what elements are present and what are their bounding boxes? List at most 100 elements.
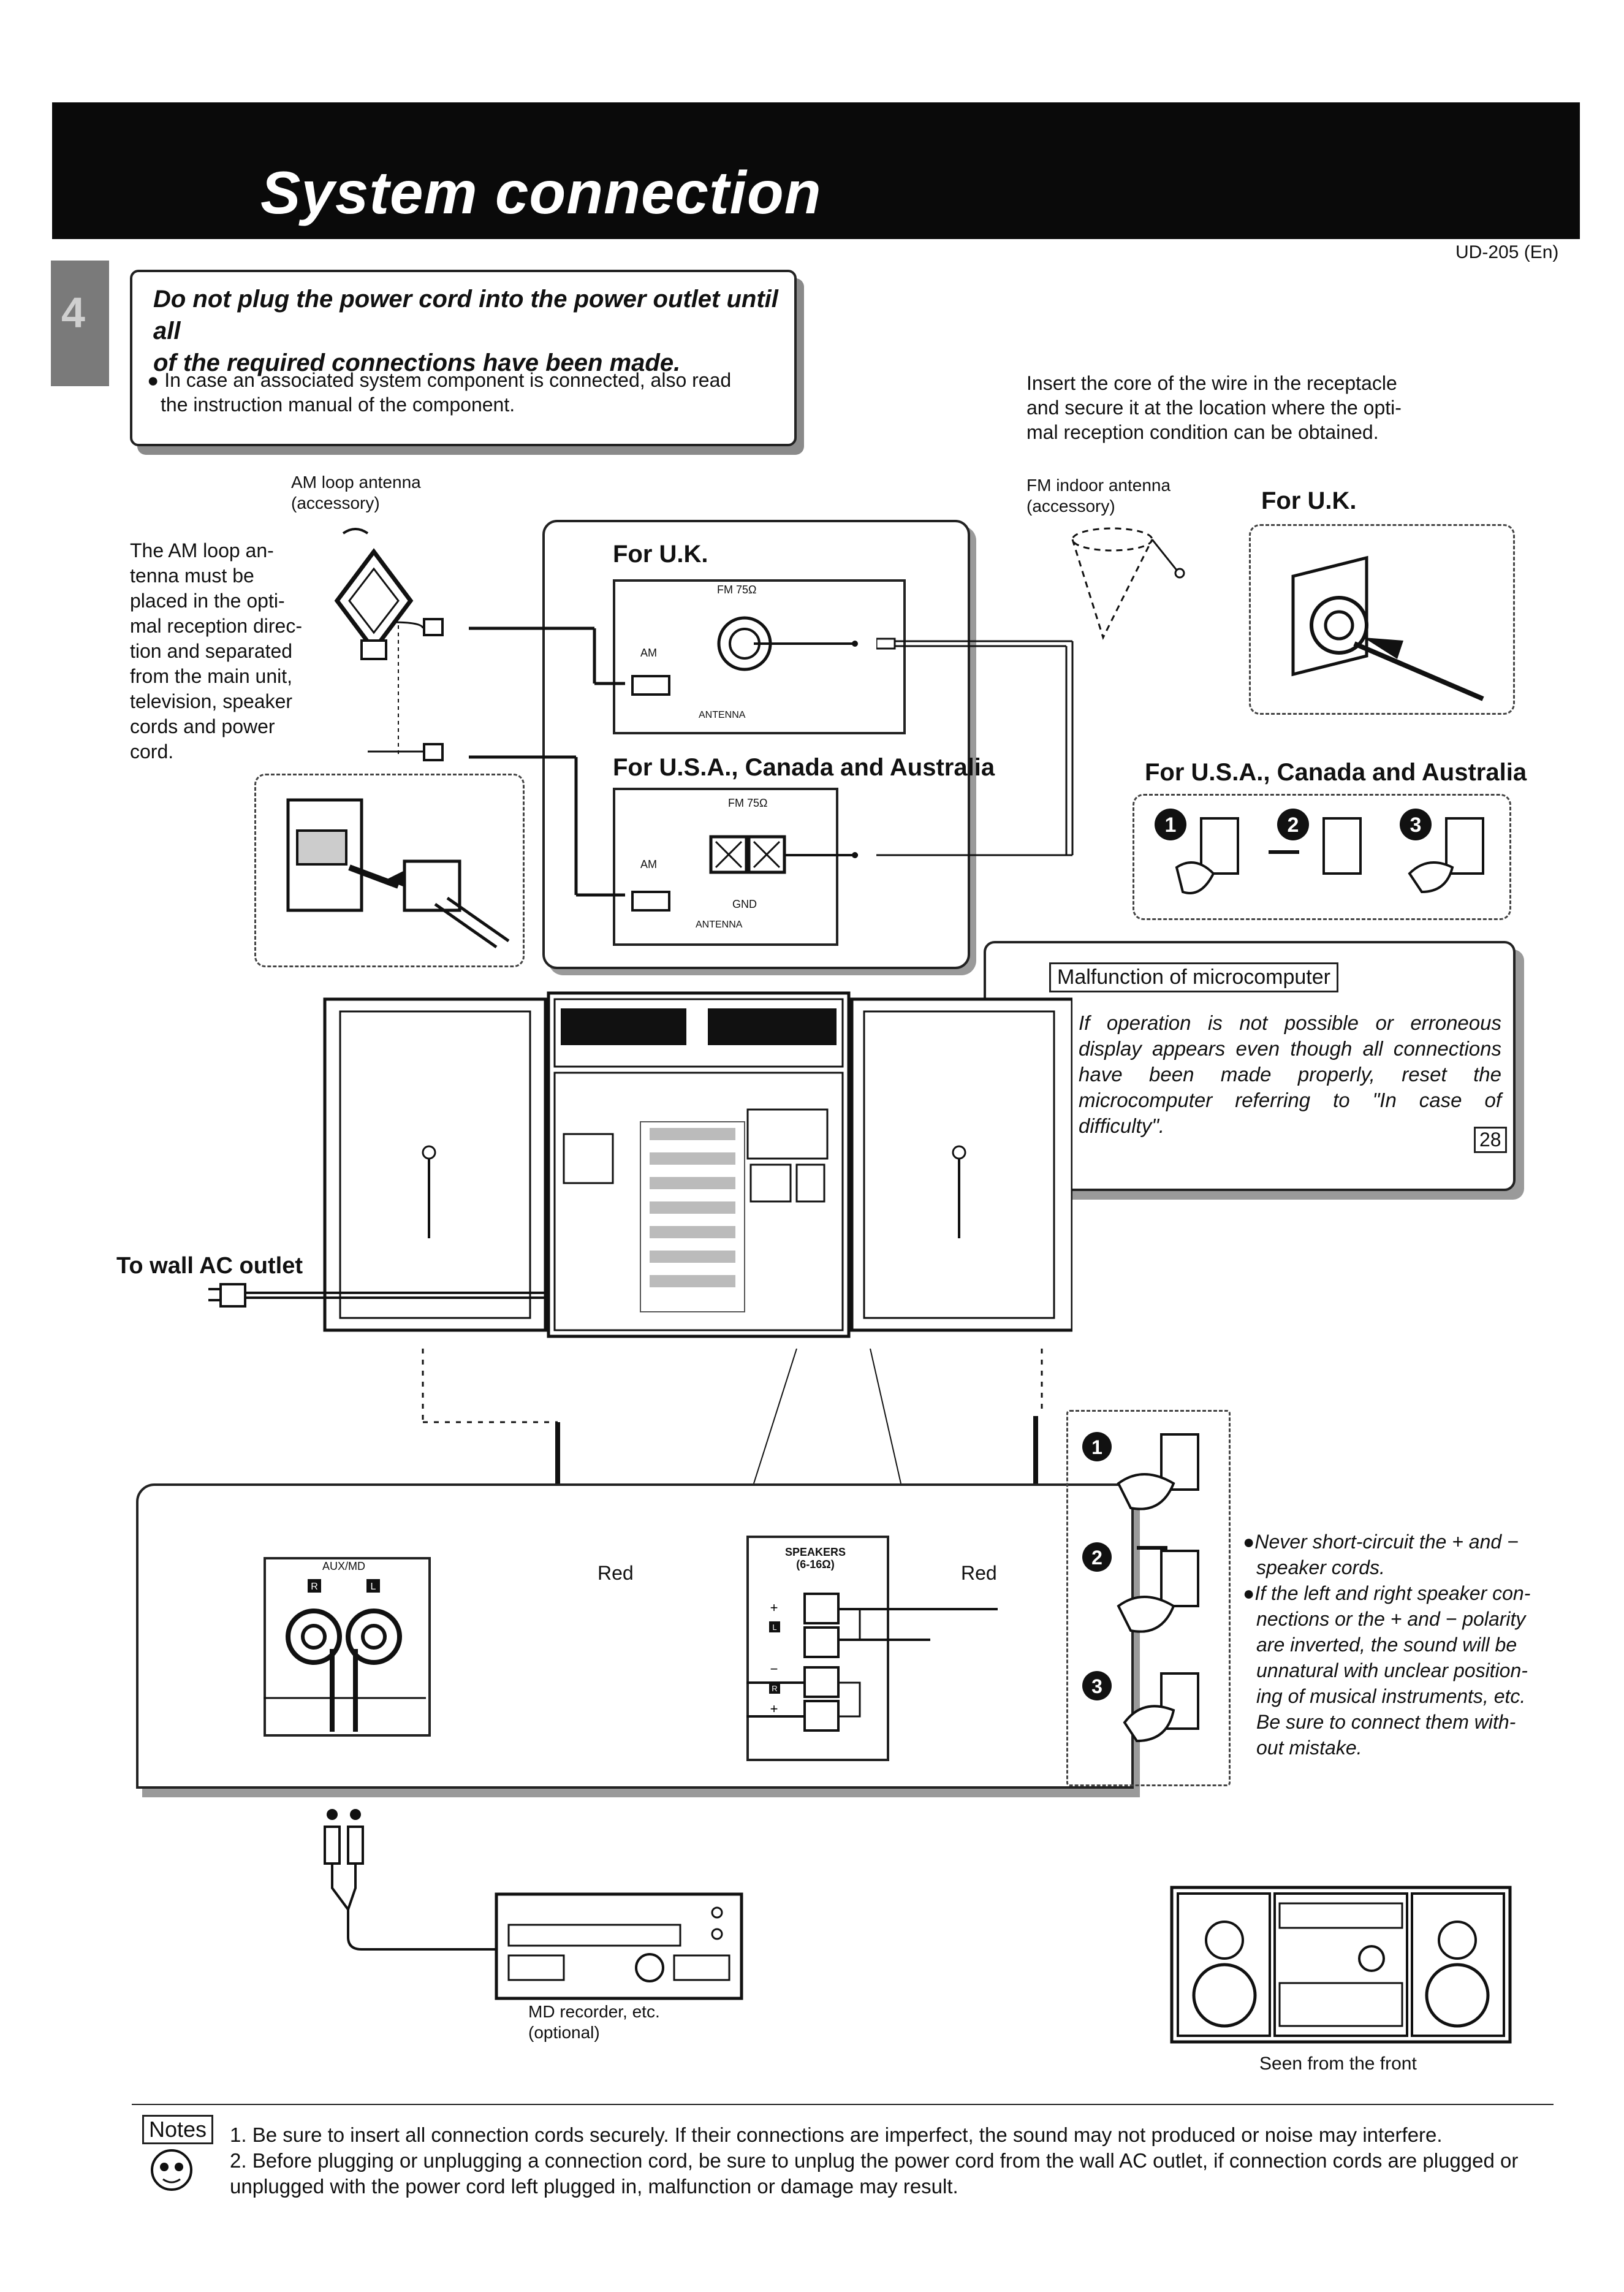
front-view-label: Seen from the front: [1259, 2054, 1417, 2074]
warning-bullet-line-2: the instruction manual of the component.: [161, 394, 515, 416]
speaker-plus-label-r: +: [770, 1701, 778, 1716]
speakers-label: SPEAKERS (6-16Ω): [746, 1546, 884, 1571]
fm-antenna-label-line-1: FM indoor antenna: [1026, 476, 1171, 495]
speaker-step-1-number: 1: [1091, 1436, 1102, 1458]
uk-am-label: AM: [640, 647, 657, 659]
fm-indoor-antenna-icon: [1071, 527, 1185, 640]
power-plug-icon: [208, 1283, 545, 1308]
warning-heading-line-2: of the required connections have been ma…: [153, 349, 681, 376]
am-wires: [469, 626, 625, 897]
usa-fm-steps-icon: 1 2 3: [1155, 809, 1484, 894]
uk-antenna-label: ANTENNA: [699, 710, 746, 720]
speaker-note-line: ing of musical instruments, etc.: [1256, 1685, 1526, 1707]
speaker-step-2-number: 2: [1091, 1547, 1102, 1569]
fm-antenna-note: Insert the core of the wire in the recep…: [1026, 371, 1492, 444]
warning-heading-line-1: Do not plug the power cord into the powe…: [153, 286, 778, 345]
warning-heading: Do not plug the power cord into the powe…: [153, 283, 791, 379]
am-note-line: The AM loop an-: [130, 539, 274, 562]
notes-label: Notes: [142, 2115, 214, 2144]
speaker-note-line: ●If the left and right speaker con-: [1243, 1582, 1531, 1604]
model-page-ref: UD-205 (En): [1455, 242, 1559, 262]
speaker-plus-label-l: +: [770, 1600, 778, 1615]
uk-fm75-label: FM 75Ω: [717, 584, 757, 596]
region-usa-label: For U.S.A., Canada and Australia: [613, 754, 995, 781]
aux-md-l-label: L: [371, 1582, 376, 1592]
notes-divider: [132, 2104, 1554, 2105]
uk-detail-label: For U.K.: [1261, 487, 1357, 514]
md-recorder-label-line-1: MD recorder, etc.: [528, 2002, 660, 2021]
md-recorder-icon: [495, 1892, 743, 2000]
am-note-line: from the main unit,: [130, 665, 292, 687]
am-connector-detail: [254, 774, 525, 967]
main-unit-rear-view: [323, 991, 1072, 1338]
uk-fm-jack-icon: [631, 616, 858, 696]
speaker-minus-label-r: −: [770, 1661, 778, 1677]
am-note-line: tenna must be: [130, 565, 254, 587]
fm-wire: [876, 638, 1074, 856]
aux-md-jacks-icon: R L: [264, 1579, 426, 1732]
fm-note-line-1: Insert the core of the wire in the recep…: [1026, 372, 1397, 394]
note-item: 1. Be sure to insert all connection cord…: [230, 2123, 1443, 2146]
am-antenna-label-line-2: (accessory): [291, 493, 380, 512]
usa-step-1-number: 1: [1165, 813, 1177, 837]
speaker-step-3-number: 3: [1091, 1675, 1102, 1697]
am-note-line: cord.: [130, 741, 174, 763]
fm-antenna-label: FM indoor antenna (accessory): [1026, 475, 1171, 517]
warning-box: [130, 270, 797, 446]
notes-list: 1. Be sure to insert all connection cord…: [230, 2122, 1590, 2199]
usa-fm-terminal-icon: [631, 835, 858, 912]
usa-detail-label: For U.S.A., Canada and Australia: [1145, 759, 1527, 786]
warning-bullet: ● In case an associated system component…: [147, 368, 784, 417]
speaker-note-line: are inverted, the sound will be: [1256, 1634, 1517, 1656]
section-tab-number: 4: [61, 289, 85, 337]
am-loop-antenna-icon: [334, 528, 444, 761]
usa-step-3-number: 3: [1410, 813, 1422, 837]
speaker-note-line: nections or the + and − polarity: [1256, 1608, 1526, 1630]
speaker-notes: ●Never short-circuit the + and − speaker…: [1243, 1529, 1561, 1761]
section-tab: [51, 261, 109, 386]
speaker-steps-icon: 1 2 3: [1082, 1432, 1199, 1743]
malfunction-page-ref: 28: [1474, 1127, 1507, 1153]
usa-fm75-label: FM 75Ω: [728, 797, 768, 809]
am-plug-icon: [286, 798, 510, 949]
speaker-connection-steps: [1066, 1410, 1231, 1786]
usa-antenna-terminal: [613, 788, 838, 946]
red-wire-right-label: Red: [961, 1562, 997, 1584]
title-bar: [52, 102, 1580, 239]
usa-fm-steps: [1133, 794, 1511, 920]
aux-md-r-label: R: [311, 1582, 318, 1592]
uk-fm-plug-icon: [1291, 555, 1484, 701]
speakers-label-line-1: SPEAKERS: [784, 1546, 846, 1558]
rca-cable-icon: [324, 1809, 496, 1951]
am-note-line: cords and power: [130, 715, 275, 737]
am-note-line: placed in the opti-: [130, 590, 285, 612]
fm-note-line-2: and secure it at the location where the …: [1026, 397, 1402, 419]
notes-mascot-icon: [151, 2149, 192, 2191]
usa-am-label: AM: [640, 858, 657, 870]
page-title: System connection: [260, 159, 822, 226]
speakers-label-line-2: (6-16Ω): [796, 1558, 835, 1571]
uk-fm-connector-detail: [1249, 524, 1515, 715]
note-item: 2. Before plugging or unplugging a conne…: [230, 2149, 1519, 2198]
speaker-note-line: out mistake.: [1256, 1737, 1362, 1759]
speaker-note-line: unnatural with unclear position-: [1256, 1659, 1528, 1681]
am-note-line: television, speaker: [130, 690, 293, 712]
speaker-note-line: ●Never short-circuit the + and −: [1243, 1531, 1519, 1553]
malfunction-body: If operation is not possible or erroneou…: [1079, 1011, 1501, 1137]
usa-step-2-number: 2: [1288, 813, 1299, 837]
aux-md-label: AUX/MD: [322, 1560, 366, 1572]
warning-bullet-line-1: ● In case an associated system component…: [147, 369, 732, 391]
am-note-line: tion and separated: [130, 640, 293, 662]
usa-antenna-label: ANTENNA: [696, 919, 743, 930]
speaker-note-line: speaker cords.: [1256, 1556, 1385, 1578]
speaker-terminal-icon: + L − R +: [746, 1593, 998, 1732]
red-wire-left-label: Red: [598, 1562, 634, 1584]
am-antenna-note: The AM loop an- tenna must be placed in …: [130, 538, 308, 764]
wall-outlet-label: To wall AC outlet: [116, 1253, 303, 1279]
am-antenna-label: AM loop antenna (accessory): [291, 472, 421, 514]
fm-antenna-label-line-2: (accessory): [1026, 497, 1115, 516]
am-note-line: mal reception direc-: [130, 615, 302, 637]
fm-note-line-3: mal reception condition can be obtained.: [1026, 421, 1379, 443]
region-uk-label: For U.K.: [613, 541, 708, 568]
am-antenna-label-line-1: AM loop antenna: [291, 473, 421, 492]
